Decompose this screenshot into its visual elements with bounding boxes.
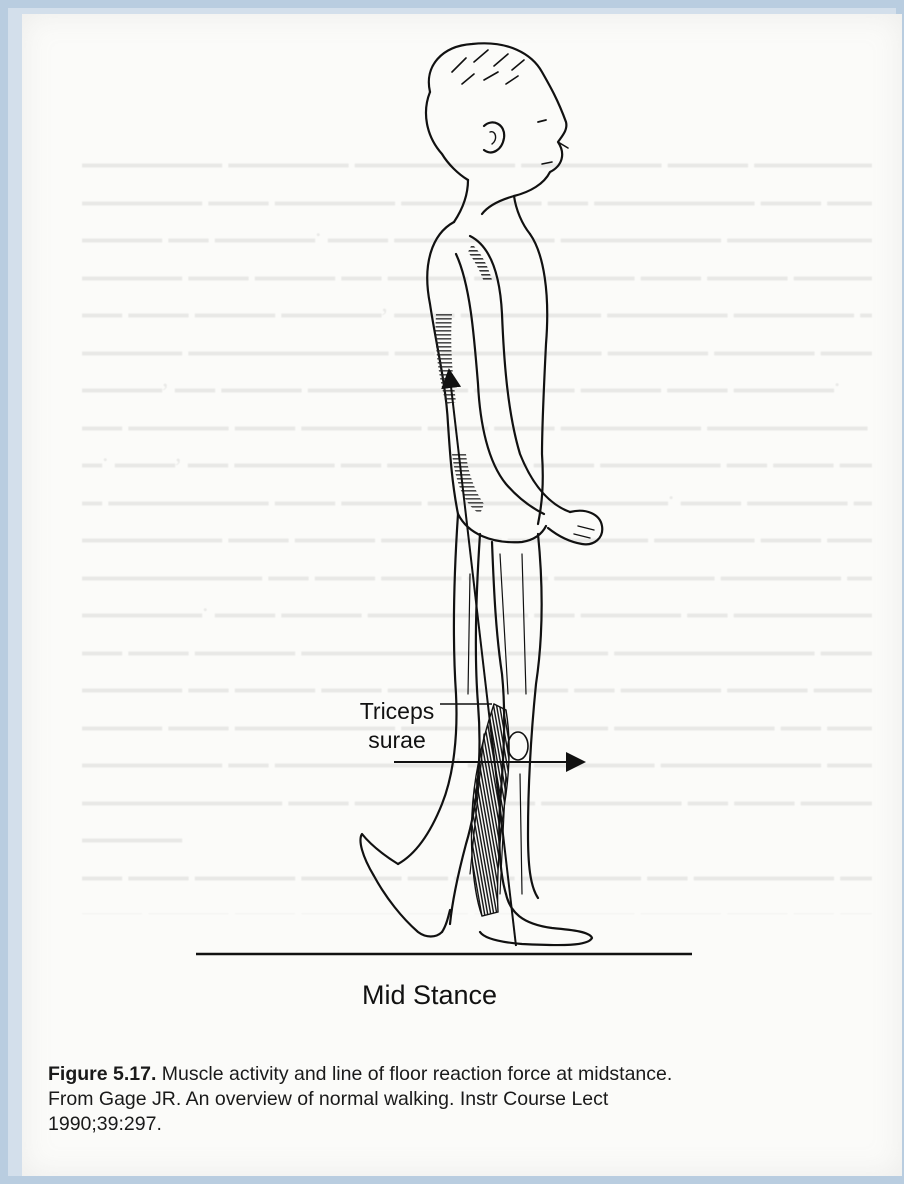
triceps-label-line1: Triceps	[332, 697, 462, 726]
book-page: ▁▁▁▁▁▁▁ ▁▁▁▁▁▁ ▁▁▁▁▁▁▁▁ ▁▁▁▁▁▁▁ ▁▁▁▁ ▁▁▁…	[22, 14, 902, 1176]
caption-text-line1: Muscle activity and line of floor reacti…	[162, 1063, 673, 1085]
figure-number: Figure 5.17.	[48, 1063, 156, 1085]
caption-line2: From Gage JR. An overview of normal walk…	[48, 1087, 888, 1112]
caption-line3: 1990;39:297.	[48, 1112, 888, 1137]
triceps-surae-label: Triceps surae	[332, 697, 462, 755]
shading	[435, 244, 492, 514]
gait-figure-illustration	[22, 14, 902, 1054]
triceps-label-line2: surae	[332, 726, 462, 755]
figure-caption: Figure 5.17. Muscle activity and line of…	[48, 1062, 888, 1137]
caption-line1: Figure 5.17. Muscle activity and line of…	[48, 1062, 888, 1087]
mid-stance-label: Mid Stance	[362, 980, 497, 1011]
